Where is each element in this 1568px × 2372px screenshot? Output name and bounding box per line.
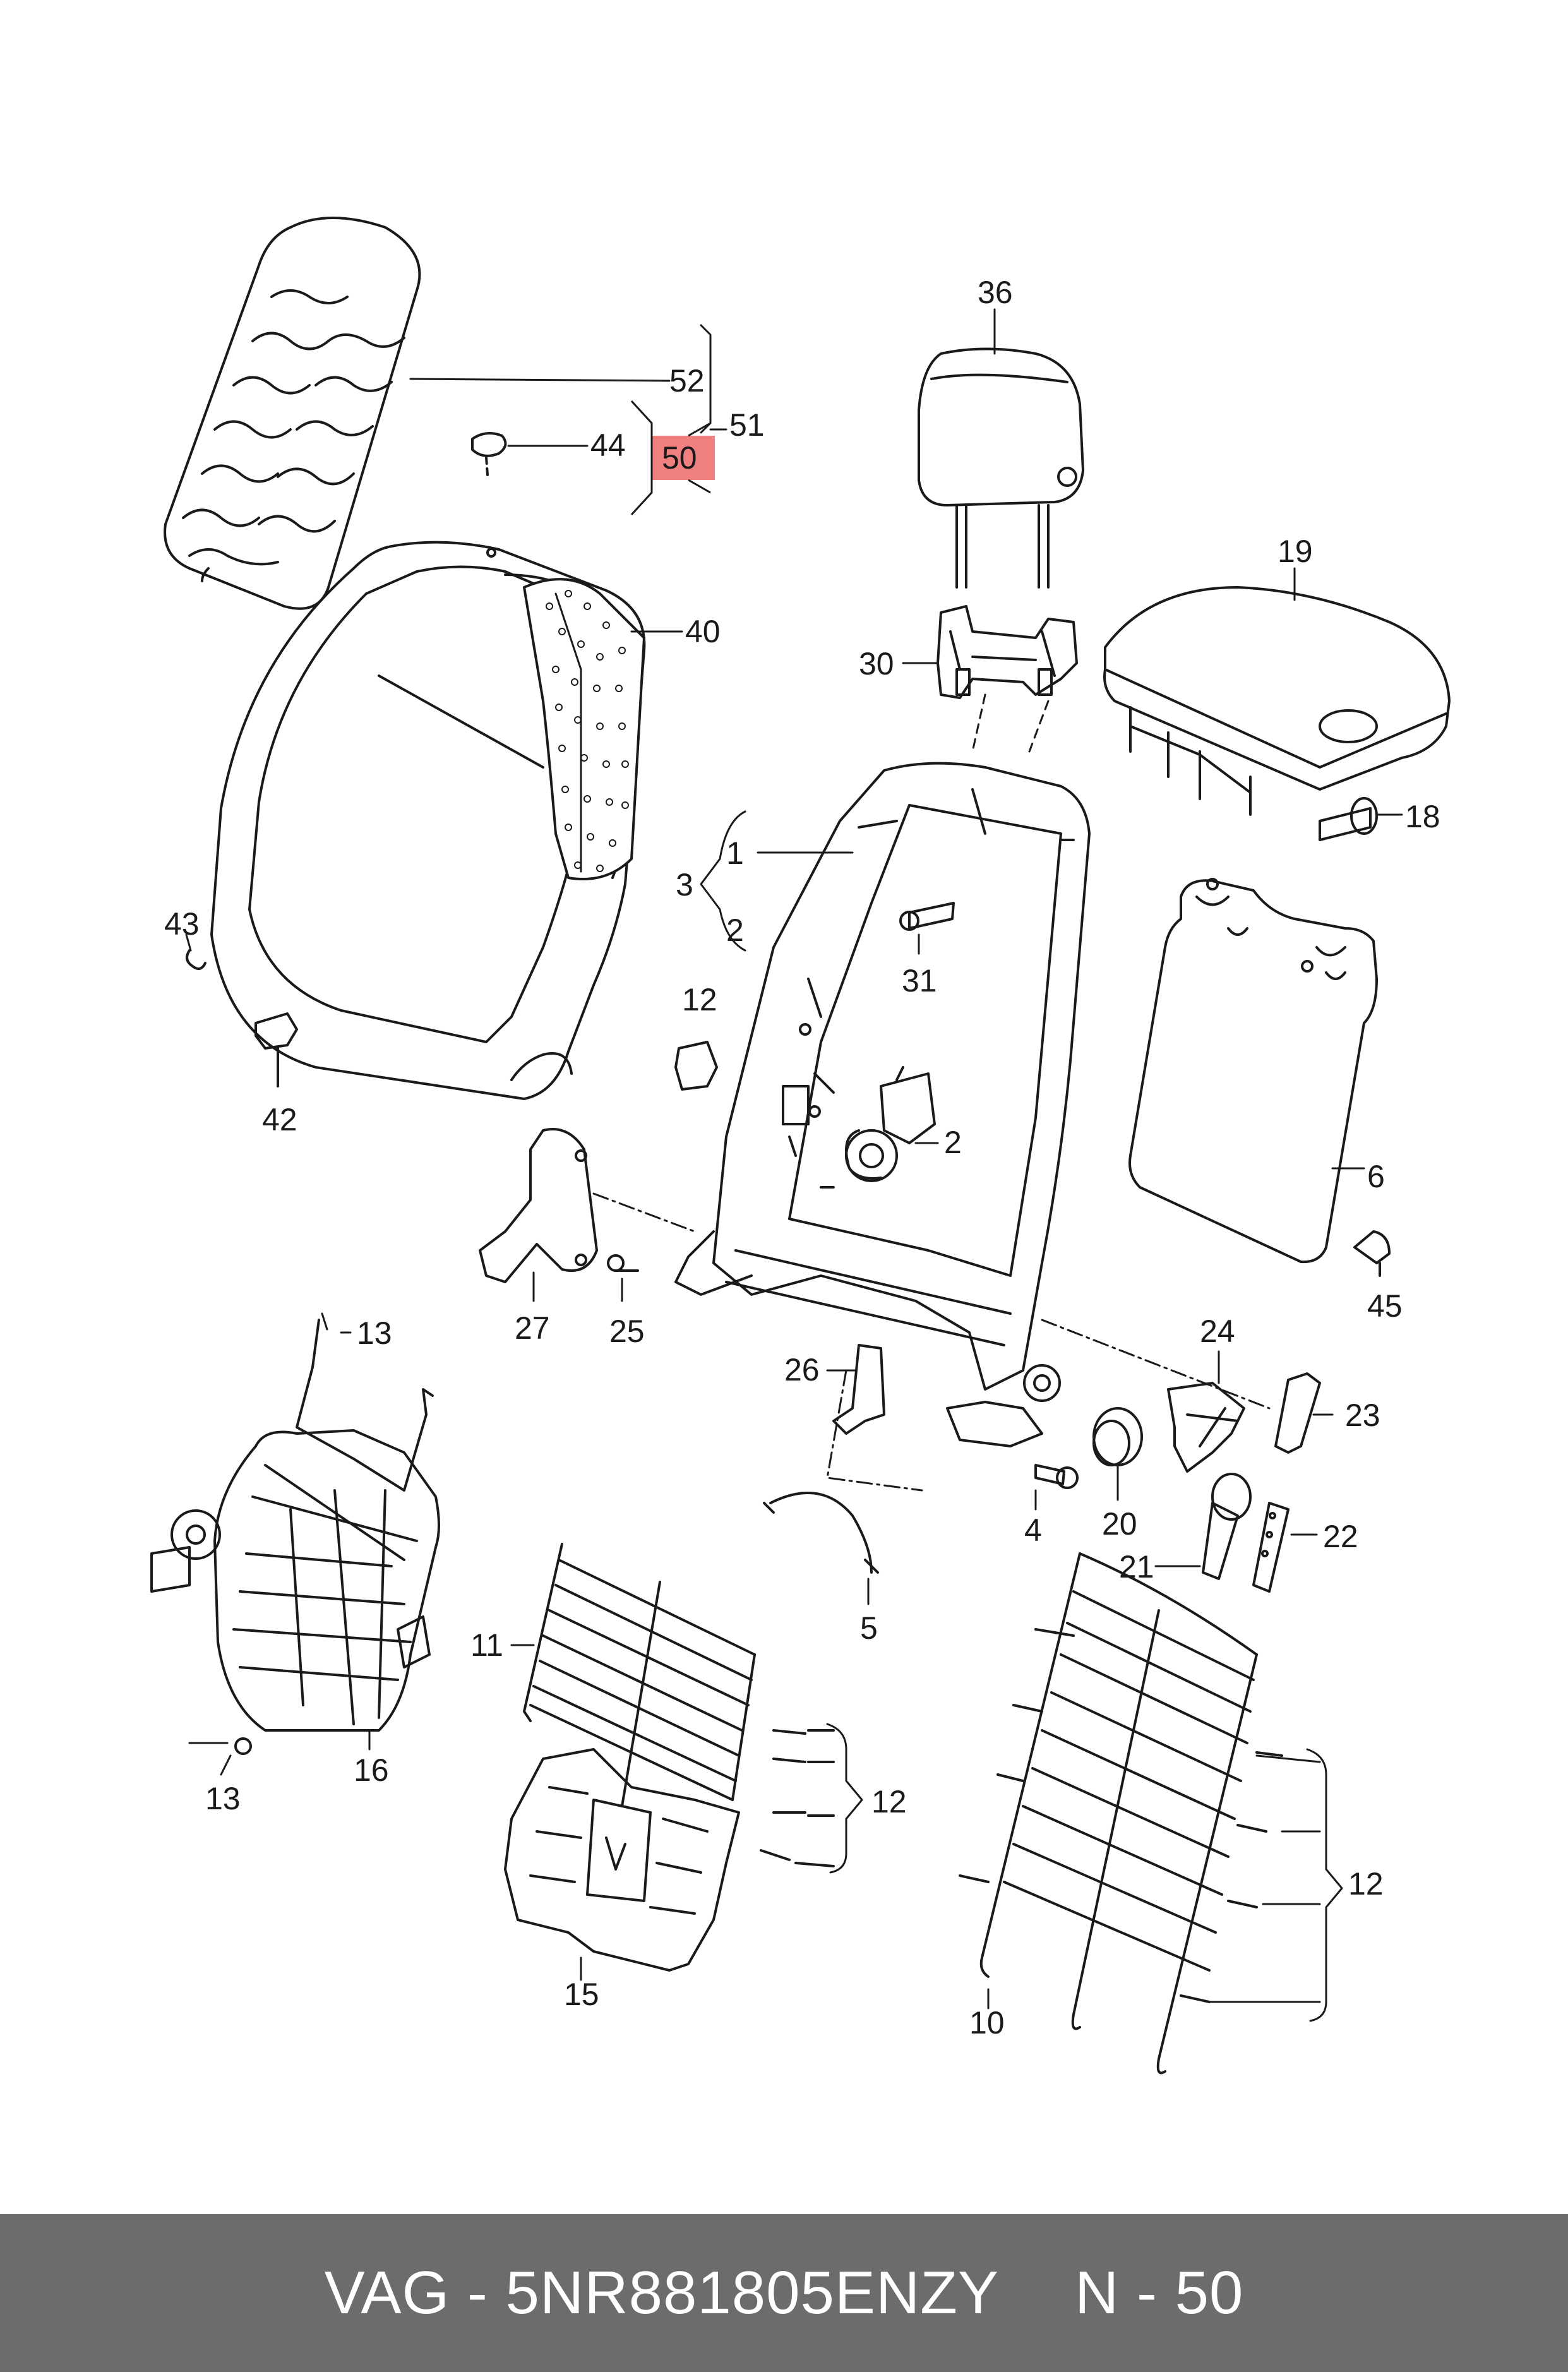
clip-part-12a bbox=[674, 1041, 718, 1091]
callout-30: 30 bbox=[859, 646, 894, 681]
part-number-label: 5NR881805ENZY bbox=[505, 2259, 999, 2327]
callout-15: 15 bbox=[564, 1977, 599, 2012]
clip-part-45 bbox=[1353, 1230, 1391, 1277]
callout-5: 5 bbox=[860, 1610, 878, 1646]
lever-part-21 bbox=[1202, 1473, 1252, 1580]
bolt-part-4 bbox=[1034, 1464, 1079, 1489]
callout-45: 45 bbox=[1367, 1288, 1403, 1324]
screw-part-31 bbox=[899, 902, 955, 931]
backrest-frame-part-1 bbox=[674, 762, 1091, 1447]
callout-40: 40 bbox=[685, 614, 721, 649]
callout-36: 36 bbox=[978, 275, 1013, 310]
callout-44: 44 bbox=[590, 428, 626, 463]
callout-12b: 12 bbox=[871, 1784, 907, 1819]
callout-16: 16 bbox=[354, 1752, 389, 1788]
clip-part-44 bbox=[471, 432, 507, 476]
callout-12a: 12 bbox=[682, 982, 717, 1017]
callout-50: 50 bbox=[662, 440, 697, 476]
callout-24: 24 bbox=[1200, 1314, 1235, 1349]
rear-panel-part-6 bbox=[1128, 878, 1378, 1264]
callout-22: 22 bbox=[1323, 1519, 1358, 1554]
bolt-part-25 bbox=[607, 1254, 639, 1272]
callout-2a: 2 bbox=[726, 913, 744, 948]
motor-part-2 bbox=[845, 1066, 936, 1182]
callout-12c: 12 bbox=[1348, 1866, 1384, 1902]
callout-43: 43 bbox=[164, 906, 200, 942]
side-cover-part-27 bbox=[479, 1128, 598, 1283]
adjuster-part-24 bbox=[1167, 1382, 1245, 1473]
cover-part-22 bbox=[1252, 1502, 1290, 1593]
clip-part-42 bbox=[254, 1012, 298, 1087]
knob-part-20 bbox=[1092, 1407, 1143, 1466]
callout-51: 51 bbox=[729, 407, 765, 443]
backrest-panel-part-19 bbox=[1103, 586, 1451, 816]
callout-31: 31 bbox=[902, 963, 937, 998]
callout-18: 18 bbox=[1405, 799, 1440, 834]
callout-19: 19 bbox=[1278, 534, 1313, 569]
separator: - bbox=[450, 2259, 506, 2327]
part-number-footer: VAG - 5NR881805ENZY N - 50 bbox=[0, 2214, 1568, 2372]
callout-27: 27 bbox=[515, 1310, 550, 1346]
callout-2b: 2 bbox=[944, 1125, 962, 1160]
callout-25: 25 bbox=[609, 1314, 645, 1349]
callout-10: 10 bbox=[969, 2005, 1005, 2040]
headrest-part-36 bbox=[918, 347, 1084, 589]
callout-13b: 13 bbox=[205, 1781, 241, 1816]
hook-part-43 bbox=[186, 949, 206, 970]
suspension-mat-part-11 bbox=[523, 1543, 756, 1807]
plastic-frame-part-15 bbox=[504, 1748, 740, 1972]
brand-label: VAG bbox=[324, 2259, 450, 2327]
highlight-box bbox=[652, 436, 715, 480]
callout-23: 23 bbox=[1345, 1398, 1380, 1433]
callout-42: 42 bbox=[262, 1102, 297, 1137]
callout-1: 1 bbox=[726, 836, 744, 871]
callout-20: 20 bbox=[1102, 1506, 1137, 1542]
callout-13a: 13 bbox=[357, 1315, 392, 1351]
callout-21: 21 bbox=[1119, 1549, 1154, 1584]
screw-part-18 bbox=[1319, 797, 1378, 841]
handle-part-23 bbox=[1274, 1372, 1321, 1454]
callout-4: 4 bbox=[1024, 1512, 1042, 1548]
parts-diagram: 52 51 44 50 40 43 42 36 30 19 18 1 3 2 3… bbox=[150, 217, 1451, 2075]
lumbar-assembly-part-16 bbox=[150, 1319, 440, 1732]
callout-3: 3 bbox=[676, 867, 693, 902]
callout-26: 26 bbox=[784, 1352, 820, 1387]
springs-part-12b bbox=[760, 1729, 835, 1867]
cable-part-5 bbox=[763, 1492, 879, 1574]
callout-11: 11 bbox=[470, 1627, 503, 1663]
foam-cutaway-part-40 bbox=[523, 578, 645, 880]
headrest-guide-part-30 bbox=[937, 605, 1078, 699]
spring-mat-part-10 bbox=[959, 1552, 1283, 2075]
bracket-part-26 bbox=[832, 1344, 885, 1435]
position-label: N - 50 bbox=[1074, 2259, 1244, 2327]
callout-52: 52 bbox=[669, 363, 705, 398]
callout-6: 6 bbox=[1367, 1159, 1385, 1194]
